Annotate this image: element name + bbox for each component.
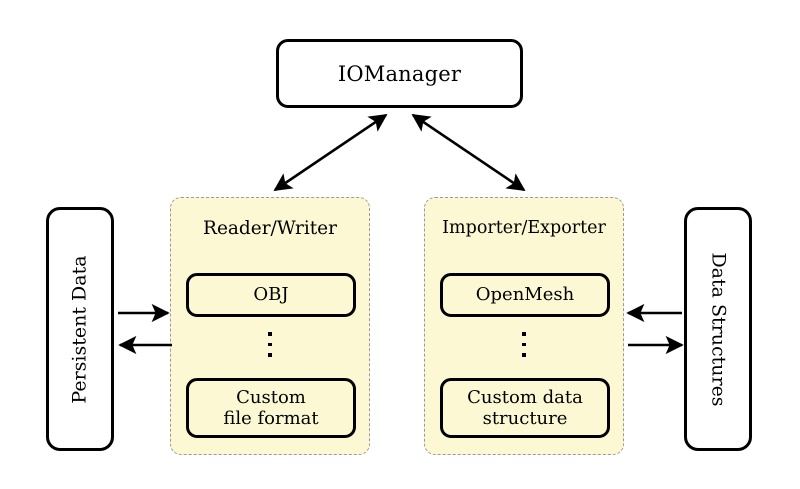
persistent-data-node: Persistent Data (46, 207, 114, 451)
reader-writer-ellipsis-icon (171, 332, 369, 357)
custom-data-structure-line2: structure (482, 408, 568, 429)
io-manager-node: IOManager (276, 39, 523, 108)
custom-file-format-label: Custom file format (223, 387, 318, 429)
data-structures-label: Data Structures (707, 251, 730, 407)
openmesh-box: OpenMesh (440, 273, 610, 317)
obj-format-box: OBJ (186, 273, 356, 317)
custom-file-format-line1: Custom (236, 386, 306, 408)
custom-data-structure-box: Custom data structure (440, 378, 610, 438)
openmesh-label: OpenMesh (475, 284, 575, 306)
importer-exporter-ellipsis-icon (425, 332, 623, 357)
arrow-manager-readerwriter (273, 113, 388, 192)
custom-file-format-line2: file format (223, 408, 319, 429)
reader-writer-panel-title: Reader/Writer (203, 218, 337, 239)
custom-file-format-box: Custom file format (186, 378, 356, 438)
obj-format-label: OBJ (253, 284, 289, 306)
io-manager-label: IOManager (337, 61, 462, 86)
importer-exporter-panel-title: Importer/Exporter (442, 218, 606, 238)
data-structures-node: Data Structures (684, 207, 752, 451)
custom-data-structure-label: Custom data structure (467, 387, 583, 429)
reader-writer-panel: Reader/Writer OBJ Custom file format (170, 197, 370, 455)
importer-exporter-panel: Importer/Exporter OpenMesh Custom data s… (424, 197, 624, 455)
persistent-data-label: Persistent Data (68, 254, 91, 404)
custom-data-structure-line1: Custom data (467, 386, 583, 408)
arrow-manager-importerexporter (411, 113, 526, 192)
